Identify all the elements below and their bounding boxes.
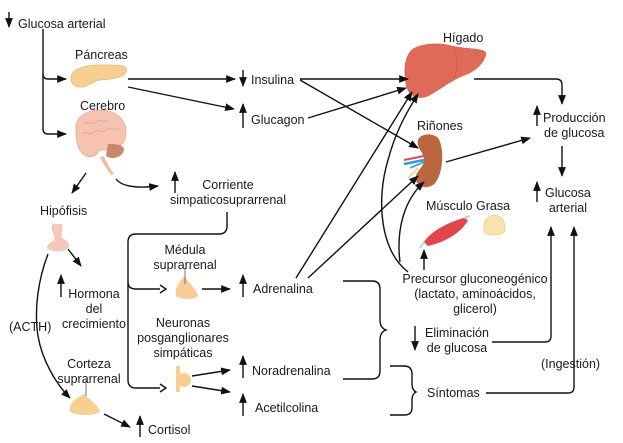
connector-acth [35, 253, 71, 399]
connector-neurona-noradrenalina [191, 367, 231, 377]
label-adrenalina: Adrenalina [253, 282, 313, 296]
connector-pancreas-glucagon [127, 86, 235, 112]
adrenal-medulla-icon [175, 276, 198, 299]
connector-cerebro-hipofisis [71, 172, 87, 194]
brain-icon [75, 109, 127, 175]
kidney-icon [403, 134, 443, 188]
connector-glucosa-cerebro [42, 74, 67, 138]
label-higado: Hígado [443, 31, 484, 45]
label-acetilcolina: Acetilcolina [255, 401, 319, 415]
connector-hipofisis-hormona [67, 248, 82, 267]
fat-icon [483, 214, 506, 236]
label-musculo-grasa: Músculo Grasa [426, 199, 510, 214]
label-precursor: Precursor gluconeogénico(lactato, aminoá… [402, 272, 548, 316]
label-ingestion: (Ingestión) [541, 357, 601, 371]
connector-adrenalina-rinones [307, 175, 419, 279]
label-noradrenalina: Noradrenalina [252, 364, 331, 378]
bracket-sintomas [390, 365, 418, 416]
liver-icon [404, 43, 487, 98]
bracket-eliminacion [343, 280, 389, 380]
label-glucagon: Glucagon [251, 113, 305, 127]
connector-corriente-bracket [127, 212, 228, 389]
connector-adrenalina-higado [295, 91, 413, 279]
label-acth: (ACTH) [9, 320, 52, 334]
connector-higado-produccion [474, 78, 566, 105]
muscle-icon [424, 218, 468, 246]
connector-neurona-acetilcolina [191, 385, 231, 395]
connector-sintomas-glucosa [486, 226, 578, 394]
connector-cerebro-corriente [115, 178, 159, 191]
pancreas-icon [70, 64, 127, 88]
adrenal-cortex-icon [69, 394, 100, 415]
label-insulina: Insulina [251, 73, 295, 87]
connector-rinones-produccion [445, 136, 531, 163]
label-grasa: Grasa [476, 199, 511, 213]
label-hipofisis: Hipófisis [40, 204, 88, 218]
label-rinones: Riñones [417, 119, 463, 133]
label-cortisol: Cortisol [148, 423, 191, 437]
connector-glucagon-higado [307, 86, 407, 119]
connector-precursor-rinones [398, 181, 425, 263]
connector-eliminacion-glucosa [492, 226, 555, 343]
label-pancreas: Páncreas [75, 48, 128, 62]
neuron-icon [176, 366, 191, 392]
connector-insulina-rinones [299, 79, 419, 149]
connector-corteza-cortisol [103, 413, 131, 428]
connector-glucosa-pancreas [42, 29, 67, 83]
label-cerebro: Cerebro [80, 99, 126, 113]
connector-precursor-higado [380, 93, 419, 273]
pituitary-icon [47, 224, 70, 252]
label-musculo: Músculo [426, 199, 473, 213]
label-sintomas: Síntomas [427, 386, 480, 400]
label-glucosa-arterial-low: Glucosa arterial [18, 17, 106, 31]
